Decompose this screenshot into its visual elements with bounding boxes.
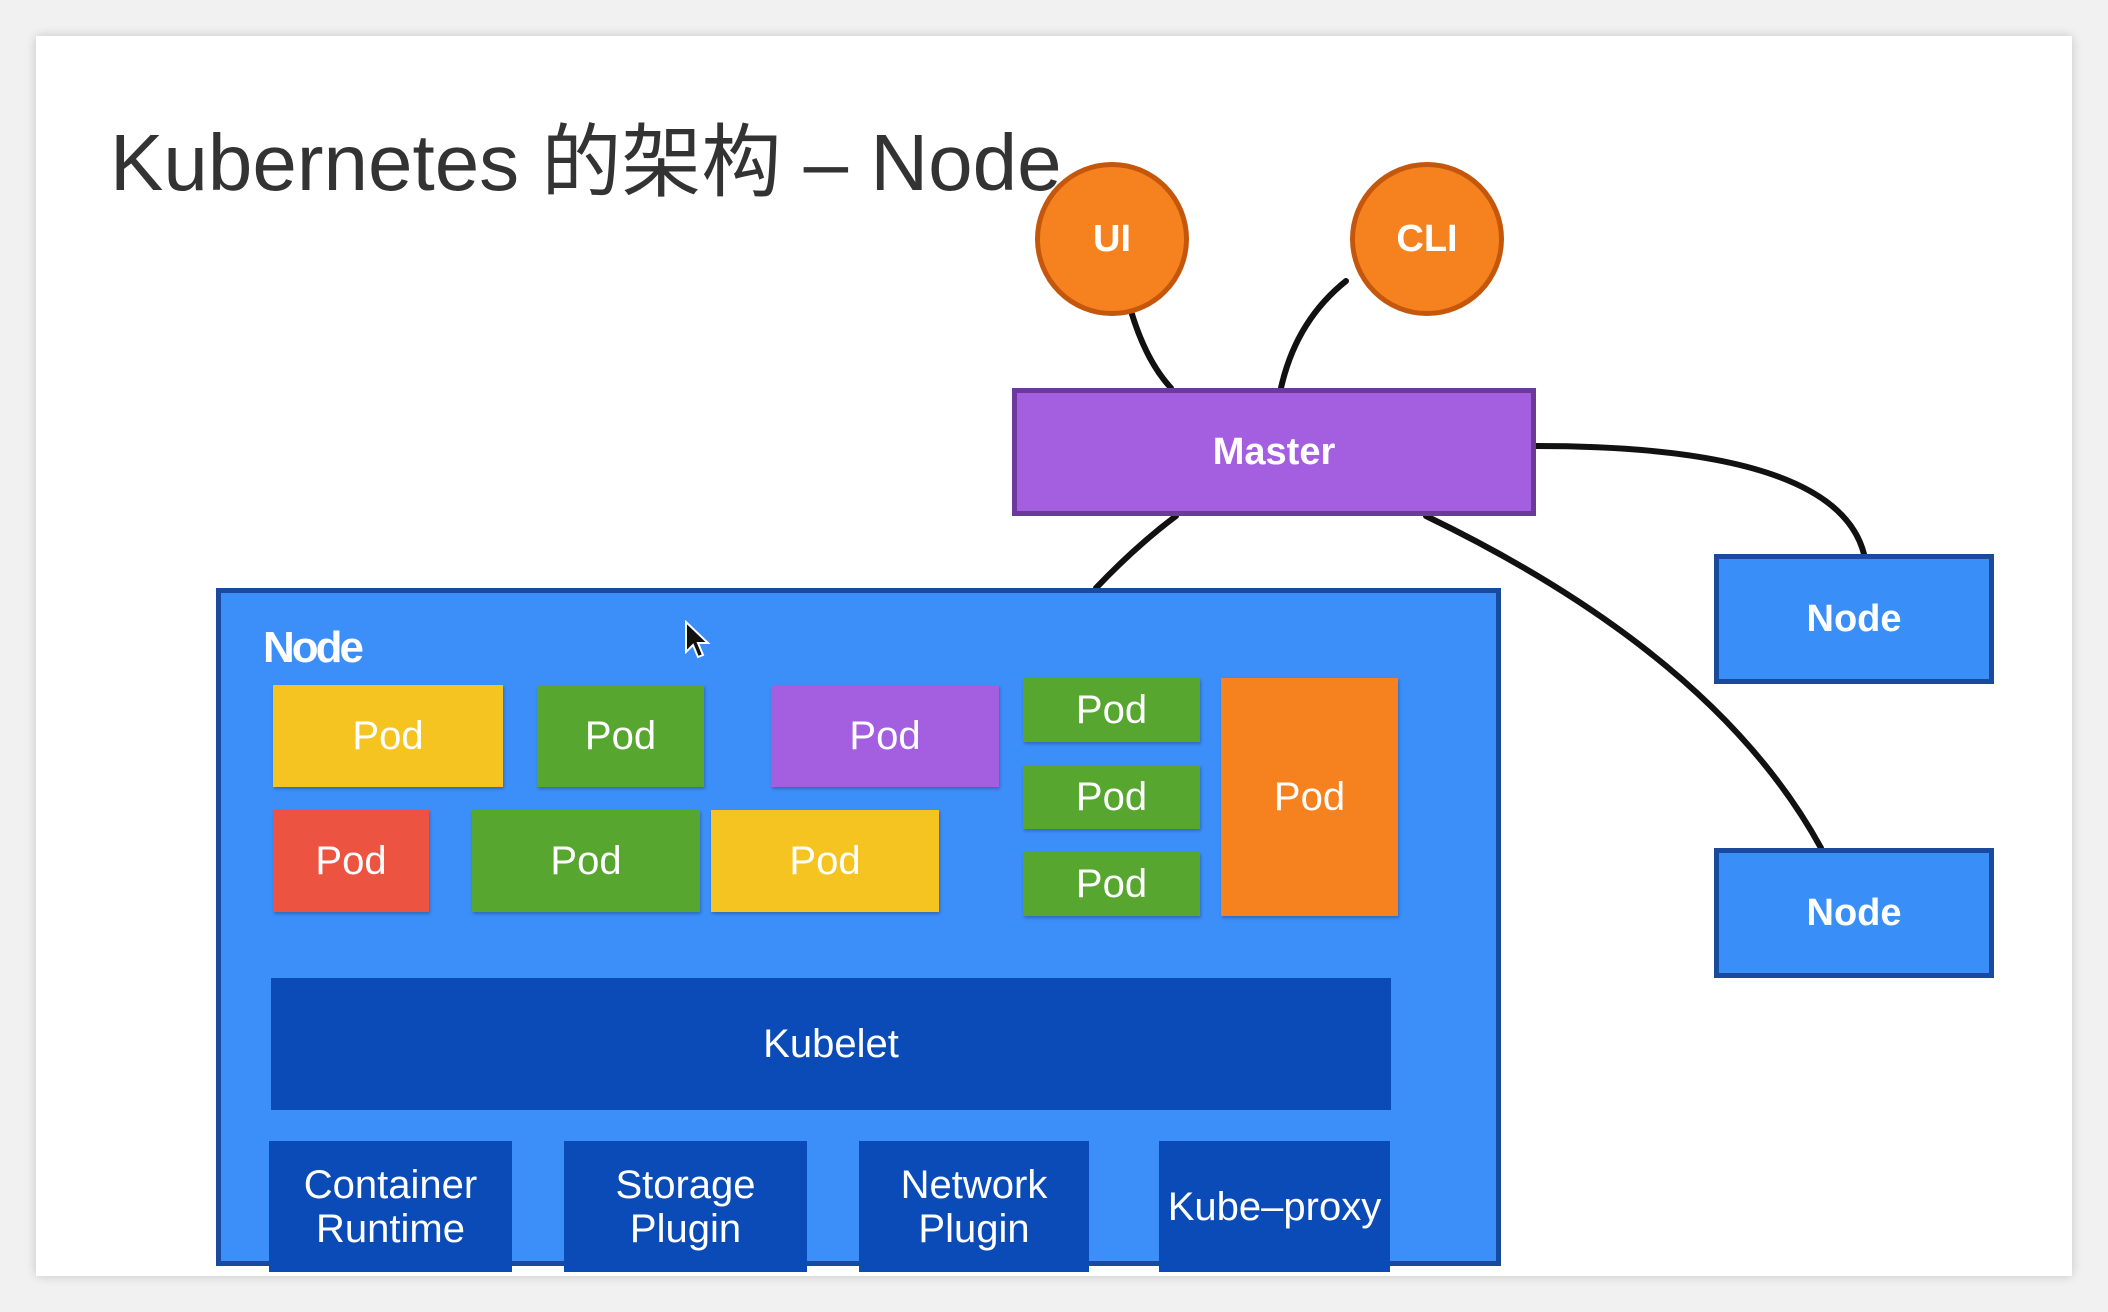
kubelet-label: Kubelet (763, 1022, 899, 1066)
side-node-1-label: Node (1806, 597, 1902, 640)
node-title: Node (263, 623, 364, 672)
pod-label: Pod (789, 839, 861, 883)
pod-yellow-1[interactable]: Pod (273, 685, 503, 787)
pod-label: Pod (352, 714, 424, 758)
pod-green-stack-3[interactable]: Pod (1023, 852, 1200, 916)
component-line1: Storage (615, 1162, 756, 1207)
pod-green-stack-1[interactable]: Pod (1023, 678, 1200, 742)
pod-purple[interactable]: Pod (771, 685, 999, 787)
slide: Kubernetes 的架构 – Node UI CLI Master Node… (36, 36, 2072, 1276)
pod-label: Pod (1075, 775, 1148, 819)
kube-proxy-box[interactable]: Kube–proxy (1159, 1141, 1390, 1272)
storage-plugin-box[interactable]: Storage Plugin (564, 1141, 807, 1272)
ui-client-label: UI (1093, 217, 1131, 260)
side-node-2[interactable]: Node (1714, 848, 1994, 978)
side-node-1[interactable]: Node (1714, 554, 1994, 684)
component-line2: Plugin (918, 1206, 1030, 1251)
component-line1: Network (900, 1162, 1048, 1207)
master-sidenode2-line (1423, 513, 1824, 851)
pod-label: Pod (1075, 862, 1148, 906)
node-detail-box: Node Pod Pod Pod Pod Pod Pod Pod Pod Pod… (216, 588, 1501, 1272)
kubelet-bar[interactable]: Kubelet (271, 978, 1391, 1110)
component-line2: Plugin (629, 1206, 742, 1251)
ui-master-line (1128, 308, 1174, 391)
pod-label: Pod (849, 714, 921, 758)
ui-client-circle[interactable]: UI (1035, 162, 1189, 316)
container-runtime-box[interactable]: Container Runtime (269, 1141, 512, 1272)
master-sidenode1-line (1533, 443, 1867, 557)
component-line2: Runtime (316, 1206, 465, 1251)
connection-lines (1093, 278, 1867, 851)
mouse-cursor-icon (685, 620, 711, 659)
pod-green-1[interactable]: Pod (537, 685, 704, 787)
pod-label: Pod (1075, 688, 1148, 732)
cli-client-label: CLI (1396, 217, 1458, 260)
pod-label: Pod (584, 714, 657, 758)
master-node-line (1093, 513, 1179, 591)
cli-master-line (1278, 278, 1349, 391)
master-label: Master (1212, 430, 1336, 473)
pod-green-2[interactable]: Pod (472, 810, 700, 912)
network-plugin-box[interactable]: Network Plugin (859, 1141, 1089, 1272)
component-line1: Kube–proxy (1167, 1184, 1382, 1229)
pod-label: Pod (550, 839, 622, 883)
pod-green-stack-2[interactable]: Pod (1023, 765, 1200, 829)
master-box[interactable]: Master (1012, 388, 1536, 516)
component-line1: Container (303, 1162, 478, 1207)
pod-red[interactable]: Pod (273, 810, 429, 912)
pod-orange-tall[interactable]: Pod (1221, 678, 1398, 916)
cli-client-circle[interactable]: CLI (1350, 162, 1504, 316)
pod-label: Pod (1273, 775, 1346, 819)
pod-yellow-2[interactable]: Pod (711, 810, 939, 912)
pod-label: Pod (315, 839, 387, 883)
slide-title: Kubernetes 的架构 – Node (110, 118, 1062, 207)
side-node-2-label: Node (1806, 891, 1902, 934)
